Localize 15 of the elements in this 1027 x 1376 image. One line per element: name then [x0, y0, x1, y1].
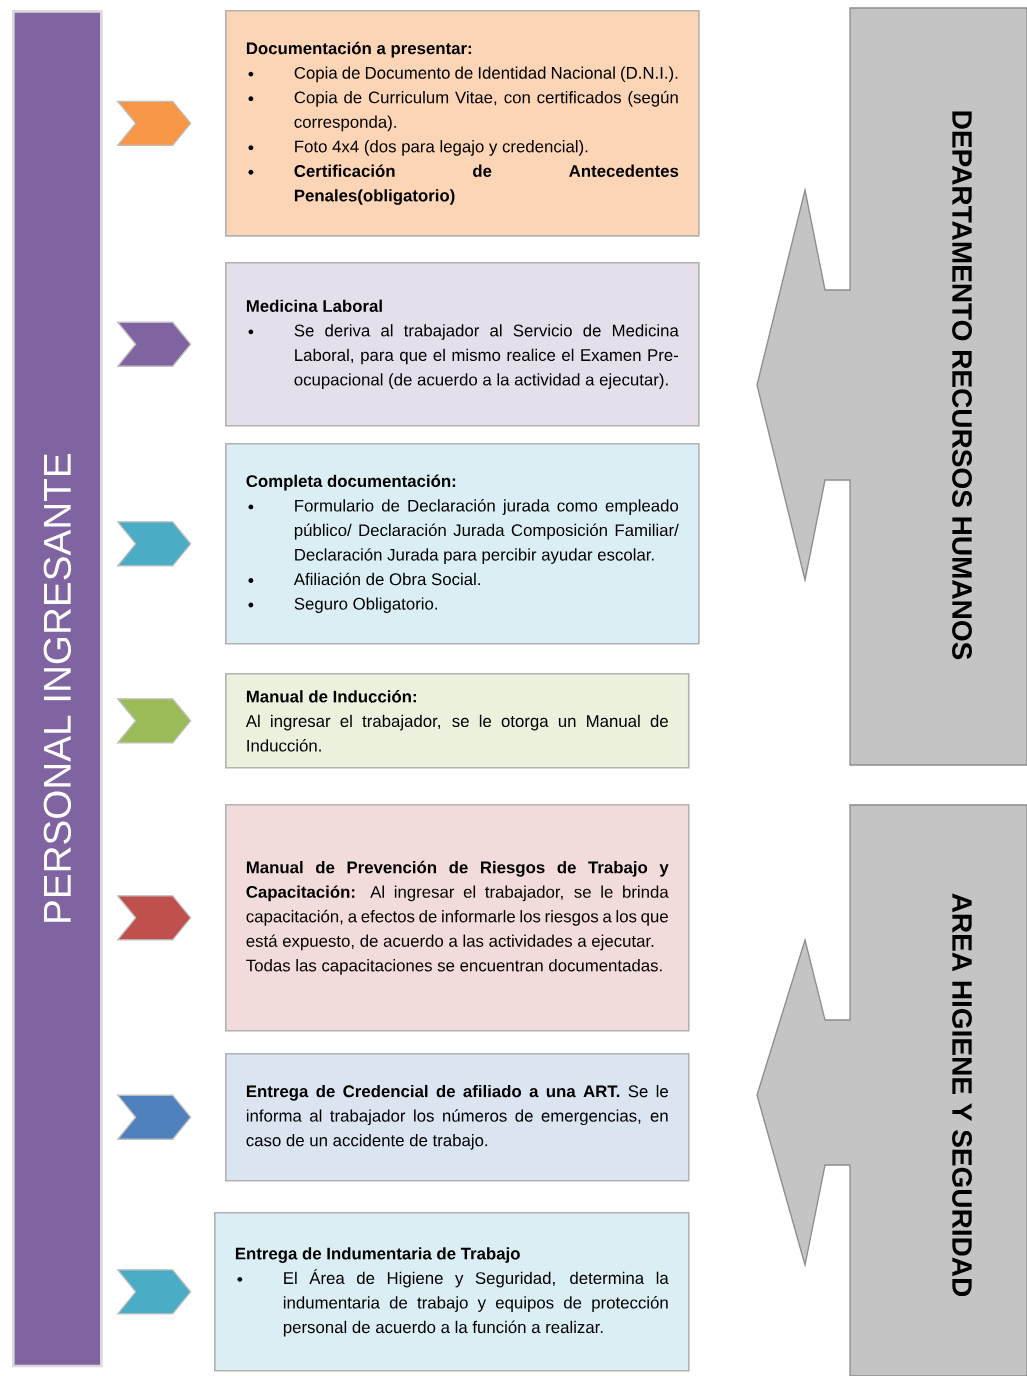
- chevron-arrow: [116, 1269, 192, 1315]
- step-box: Entrega de Indumentaria de Trabajo El Área de Higiene y Seguridad, determina la indumentaria de trabajo y equipos de protección personal de acuerdo a la función a realizar.: [214, 1212, 690, 1372]
- step-box: Completa documentación: Formulario de Declaración jurada como empleado público/ Declaración Jurada Composición Familiar/ Declaración Jurada para percibir ayudar escolar. Afiliación de Obra Social. Seguro Obligatorio.: [225, 443, 700, 645]
- chevron-arrow: [116, 698, 192, 744]
- chevron-arrow: [116, 321, 192, 367]
- chevron-arrow: [116, 521, 192, 567]
- chevron-arrow: [116, 895, 192, 941]
- step-box: Medicina Laboral Se deriva al trabajador al Servicio de Medicina Laboral, para que el mismo realice el Examen Pre- ocupacional (de acuerdo a la actividad a ejecutar).: [225, 262, 700, 427]
- chevron-arrow: [116, 100, 192, 146]
- step-box: Manual de Inducción: Al ingresar el trabajador, se le otorga un Manual de Inducción.: [225, 673, 690, 769]
- step-box: Documentación a presentar: Copia de Documento de Identidad Nacional (D.N.I.). Copia de Curriculum Vitae, con certificados (según corresponda). Foto 4x4 (dos para legajo y credencial). Certificación de Antecedentes Penales(obligatorio): [225, 10, 700, 237]
- vertical-band: PERSONAL INGRESANTE: [12, 10, 103, 1368]
- chevron-arrow: [116, 1094, 192, 1140]
- step-box: Manual de Prevención de Riesgos de Trabajo y Capacitación: Al ingresar el trabajador, se le brinda capacitación, a efectos de informarle los riesgos a los que está expuesto, de acuerdo a las actividades a ejecutar. Todas las capacitaciones se encuentran documentadas.: [225, 804, 690, 1032]
- step-box: Entrega de Credencial de afiliado a una ART. Se le informa al trabajador los números de emergencias, en caso de un accidente de trabajo.: [225, 1053, 690, 1182]
